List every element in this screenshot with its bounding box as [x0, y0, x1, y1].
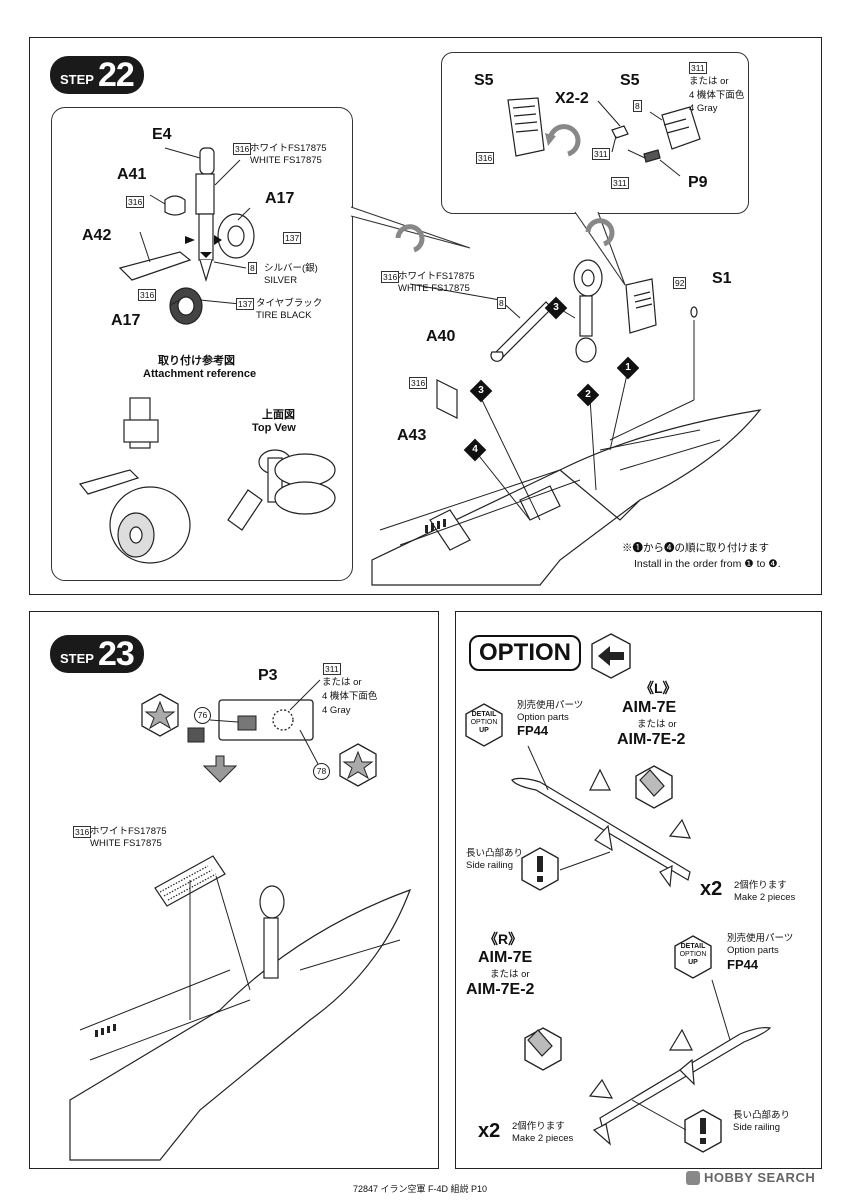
- side-rail-en-left: Side railing: [466, 860, 513, 871]
- color-316-en: WHITE FS17875: [90, 838, 162, 849]
- install-order-en: Install in the order from ❶ to ❹.: [634, 558, 781, 570]
- main-gear-exploded-drawing: [118, 147, 255, 325]
- color-137-tag: 137: [236, 298, 255, 310]
- part-P9-label: P9: [688, 174, 708, 191]
- part-A42-label: A42: [82, 227, 112, 244]
- x2-right: x2: [478, 1120, 501, 1142]
- missile-right-b: AIM-7E-2: [466, 981, 535, 998]
- color-311-tag: 311: [323, 663, 341, 675]
- decal-76-marker: 76: [194, 707, 211, 724]
- top-view-jp: 上面図: [262, 409, 295, 421]
- color-311-tag: 311: [611, 177, 629, 189]
- gray-jp: 4 機体下面色: [689, 90, 745, 101]
- option-parts-code: FP44: [517, 723, 549, 738]
- detail-up-badge: DETAIL OPTION UP: [470, 711, 498, 734]
- missile-left-a: AIM-7E: [622, 699, 677, 716]
- x2-left: x2: [700, 878, 723, 900]
- part-X2-2-label: X2-2: [555, 90, 589, 107]
- step22-badge: STEP 22: [50, 56, 144, 94]
- color-8-tag: 8: [633, 100, 642, 112]
- part-S1-label: S1: [712, 270, 732, 287]
- detail-up-badge: DETAIL OPTION UP: [679, 943, 707, 966]
- color-8-jp: シルバー(銀): [264, 263, 318, 274]
- side-rail-jp-left: 長い凸部あり: [466, 848, 524, 859]
- color-316-tag: 316: [138, 289, 157, 301]
- decal-78-marker: 78: [313, 763, 330, 780]
- make2-en-right: Make 2 pieces: [512, 1133, 574, 1144]
- color-316-tag: 316: [381, 271, 400, 283]
- option-parts-en: Option parts: [727, 945, 779, 956]
- color-316-tag: 316: [233, 143, 252, 155]
- part-P3-label: P3: [258, 667, 278, 684]
- color-316-en: WHITE FS17875: [250, 155, 322, 166]
- side-rail-en-right: Side railing: [733, 1122, 780, 1133]
- color-8-en: SILVER: [264, 275, 298, 286]
- part-S5-right-label: S5: [620, 72, 640, 89]
- color-316-tag: 316: [476, 152, 495, 164]
- option-parts-code: FP44: [727, 957, 759, 972]
- attachment-reference-drawing: [78, 397, 336, 564]
- attachment-ref-jp: 取り付け参考図: [158, 355, 235, 367]
- gray-en: 4 Gray: [322, 705, 351, 716]
- missile-right-or: または or: [490, 969, 530, 980]
- or-line: または or: [689, 76, 729, 87]
- option-panel: [455, 611, 822, 1169]
- color-92-tag: 92: [673, 277, 687, 289]
- attachment-ref-en: Attachment reference: [143, 368, 257, 380]
- step22-detail-frame: [51, 107, 353, 581]
- missile-left-b: AIM-7E-2: [617, 731, 686, 748]
- missile-left-or: または or: [637, 719, 677, 730]
- aircraft-nose-underside-drawing: [371, 218, 762, 586]
- right-label: 《R》: [484, 931, 523, 947]
- color-8-tag: 8: [248, 262, 257, 274]
- color-137-tag: 137: [283, 232, 302, 244]
- part-A17-bottom-label: A17: [111, 312, 141, 329]
- color-316-jp: ホワイトFS17875: [398, 271, 475, 282]
- install-order-jp: ※❶から❹の順に取り付けます: [622, 542, 769, 554]
- make2-jp-right: 2個作ります: [512, 1121, 565, 1132]
- missile-right-a: AIM-7E: [478, 949, 533, 966]
- make2-en-left: Make 2 pieces: [734, 892, 796, 903]
- part-A41-label: A41: [117, 166, 147, 183]
- color-8-tag: 8: [497, 297, 506, 309]
- option-parts-en: Option parts: [517, 712, 569, 723]
- color-311-tag: 311: [592, 148, 610, 160]
- option-parts-jp: 別売使用パーツ: [727, 933, 794, 944]
- or-line: または or: [322, 677, 362, 688]
- color-316-jp: ホワイトFS17875: [250, 143, 327, 154]
- page-caption: 72847 イラン空軍 F-4D 組説 P10: [353, 1184, 488, 1194]
- color-316-tag: 316: [73, 826, 92, 838]
- part-A43-label: A43: [397, 427, 427, 444]
- option-parts-jp: 別売使用パーツ: [517, 700, 584, 711]
- part-A17-top-label: A17: [265, 190, 295, 207]
- color-137-jp: タイヤブラック: [256, 298, 323, 309]
- part-A40-label: A40: [426, 328, 456, 345]
- gray-jp: 4 機体下面色: [322, 691, 378, 702]
- step23-badge: STEP 23: [50, 635, 144, 673]
- color-316-tag: 316: [126, 196, 145, 208]
- color-311-tag: 311: [689, 62, 707, 74]
- left-label: 《L》: [640, 680, 677, 696]
- color-137-en: TIRE BLACK: [256, 310, 312, 321]
- hobby-search-logo-icon: [686, 1170, 700, 1185]
- color-316-jp: ホワイトFS17875: [90, 826, 167, 837]
- color-316-tag: 316: [409, 377, 428, 389]
- option-badge: OPTION: [469, 635, 582, 671]
- side-rail-jp-right: 長い凸部あり: [733, 1110, 791, 1121]
- color-316-en: WHITE FS17875: [398, 283, 470, 294]
- top-view-en: Top Vew: [252, 422, 296, 434]
- part-E4-label: E4: [152, 126, 172, 143]
- part-S5-left-label: S5: [474, 72, 494, 89]
- gray-en: 4 Gray: [689, 103, 718, 114]
- make2-jp-left: 2個作ります: [734, 880, 787, 891]
- tailhook-parts-drawing: [507, 97, 701, 177]
- hobby-search-watermark: HOBBY SEARCH: [686, 1170, 815, 1185]
